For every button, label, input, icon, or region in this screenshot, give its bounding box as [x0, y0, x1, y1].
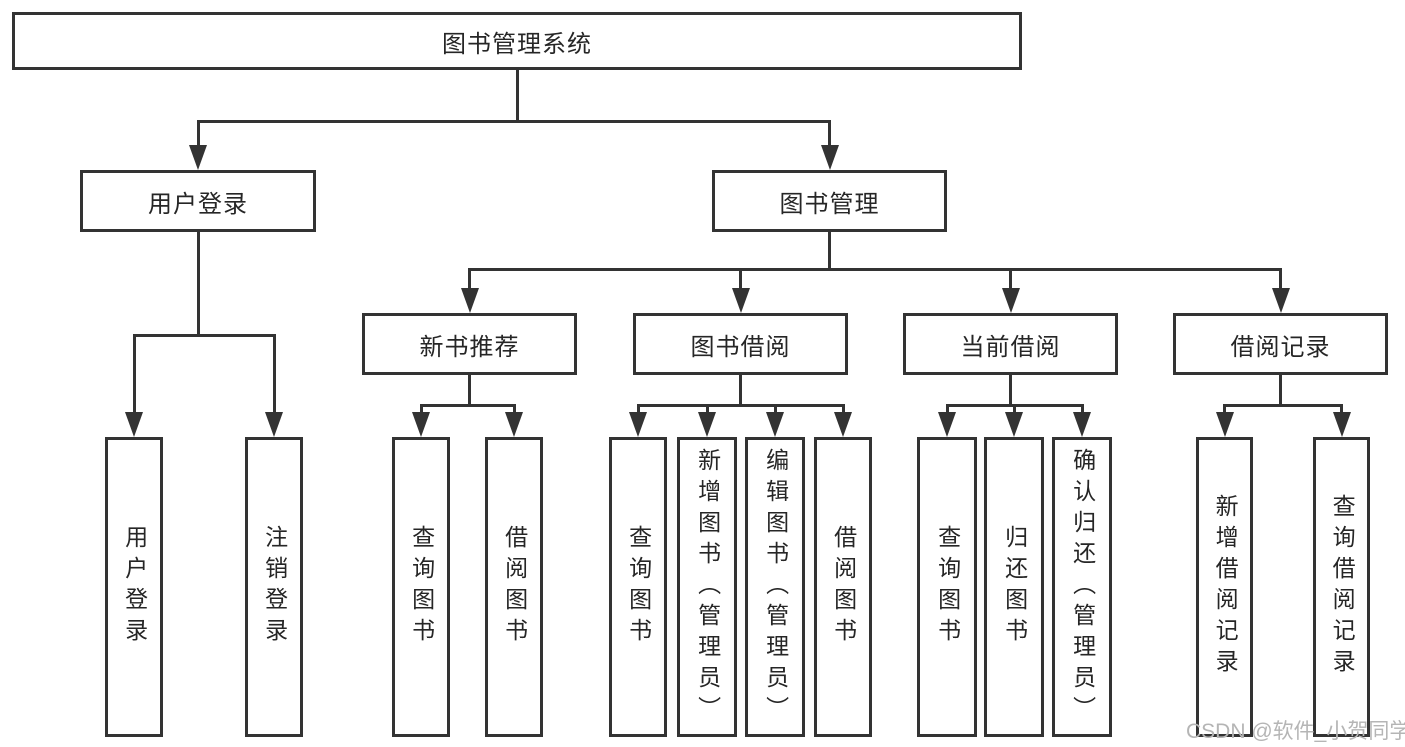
connector-line	[705, 404, 709, 414]
node-cb-confirm-return: 确认归还（管理员）	[1052, 437, 1112, 737]
node-label: 查询图书	[934, 525, 960, 649]
connector-line	[1012, 404, 1016, 414]
node-label: 图书借阅	[690, 334, 791, 361]
connector-line	[468, 375, 471, 407]
arrow-down-icon	[125, 412, 143, 437]
node-current-borrow: 当前借阅	[903, 313, 1118, 375]
connector-line	[515, 70, 519, 123]
arrow-down-icon	[938, 412, 956, 437]
arrow-down-icon	[731, 288, 750, 313]
connector-line	[1009, 268, 1012, 290]
connector-line	[419, 404, 516, 407]
connector-line	[828, 120, 831, 147]
connector-line	[196, 120, 831, 123]
connector-line	[739, 375, 742, 407]
arrow-down-icon	[412, 412, 430, 437]
node-label: 新增图书（管理员）	[694, 447, 720, 727]
node-label: 借阅图书	[501, 525, 527, 649]
node-label: 图书管理系统	[442, 31, 592, 58]
node-bb-add-books: 新增图书（管理员）	[677, 437, 737, 737]
node-user-login: 用户登录	[80, 170, 316, 232]
connector-line	[945, 404, 949, 414]
connector-line	[1340, 404, 1343, 414]
connector-line	[419, 404, 423, 414]
watermark: CSDN @软件_小贺同学	[1186, 720, 1405, 743]
arrow-down-icon	[766, 412, 784, 437]
connector-line	[132, 334, 276, 337]
arrow-down-icon	[189, 145, 207, 170]
connector-line	[636, 404, 845, 407]
node-label: 新书推荐	[419, 334, 520, 361]
node-leaf-user-login: 用户登录	[105, 437, 163, 737]
connector-line	[1009, 375, 1012, 407]
connector-line	[1223, 404, 1226, 414]
node-bb-query-books: 查询图书	[609, 437, 667, 737]
node-label: 用户登录	[121, 525, 147, 649]
arrow-down-icon	[1001, 288, 1020, 313]
node-bb-edit-books: 编辑图书（管理员）	[745, 437, 805, 737]
arrow-down-icon	[1332, 412, 1351, 437]
node-label: 用户登录	[148, 191, 248, 218]
node-label: 当前借阅	[960, 334, 1061, 361]
node-label: 编辑图书（管理员）	[762, 447, 788, 727]
node-book-borrow: 图书借阅	[633, 313, 848, 375]
connector-line	[272, 334, 276, 414]
connector-line	[773, 404, 777, 414]
connector-line	[132, 334, 136, 414]
node-br-add-record: 新增借阅记录	[1196, 437, 1253, 737]
connector-line	[468, 268, 471, 290]
arrow-down-icon	[505, 412, 523, 437]
node-label: 查询图书	[408, 525, 434, 649]
arrow-down-icon	[698, 412, 716, 437]
connector-line	[828, 232, 831, 271]
node-root: 图书管理系统	[12, 12, 1022, 70]
node-label: 注销登录	[261, 525, 287, 649]
node-nbr-borrow-books: 借阅图书	[485, 437, 543, 737]
connector-line	[196, 232, 200, 337]
node-label: 归还图书	[1001, 525, 1027, 649]
connector-line	[841, 404, 845, 414]
node-cb-query-books: 查询图书	[917, 437, 977, 737]
connector-line	[636, 404, 640, 414]
connector-line	[468, 268, 1282, 271]
arrow-down-icon	[460, 288, 479, 313]
connector-line	[1223, 404, 1343, 407]
arrow-down-icon	[1005, 412, 1023, 437]
arrow-down-icon	[834, 412, 852, 437]
connector-line	[739, 268, 742, 290]
node-new-book-rec: 新书推荐	[362, 313, 577, 375]
node-label: 借阅图书	[830, 525, 856, 649]
node-cb-return-books: 归还图书	[984, 437, 1044, 737]
arrow-down-icon	[1073, 412, 1091, 437]
node-br-query-record: 查询借阅记录	[1313, 437, 1370, 737]
arrow-down-icon	[1215, 412, 1234, 437]
connector-line	[1279, 268, 1282, 290]
arrow-down-icon	[265, 412, 283, 437]
node-label: 图书管理	[779, 191, 880, 218]
node-nbr-query-books: 查询图书	[392, 437, 450, 737]
connector-line	[1080, 404, 1084, 414]
node-label: 查询图书	[625, 525, 651, 649]
connector-line	[196, 120, 200, 147]
node-borrow-records: 借阅记录	[1173, 313, 1388, 375]
arrow-down-icon	[1271, 288, 1290, 313]
connector-line	[512, 404, 516, 414]
node-label: 确认归还（管理员）	[1069, 447, 1095, 727]
node-leaf-logout: 注销登录	[245, 437, 303, 737]
node-label: 查询借阅记录	[1329, 494, 1355, 680]
connector-line	[1279, 375, 1282, 407]
arrow-down-icon	[820, 145, 839, 170]
node-label: 借阅记录	[1230, 334, 1331, 361]
node-book-mgmt: 图书管理	[712, 170, 947, 232]
node-bb-borrow-books: 借阅图书	[814, 437, 872, 737]
arrow-down-icon	[629, 412, 647, 437]
node-label: 新增借阅记录	[1212, 494, 1238, 680]
